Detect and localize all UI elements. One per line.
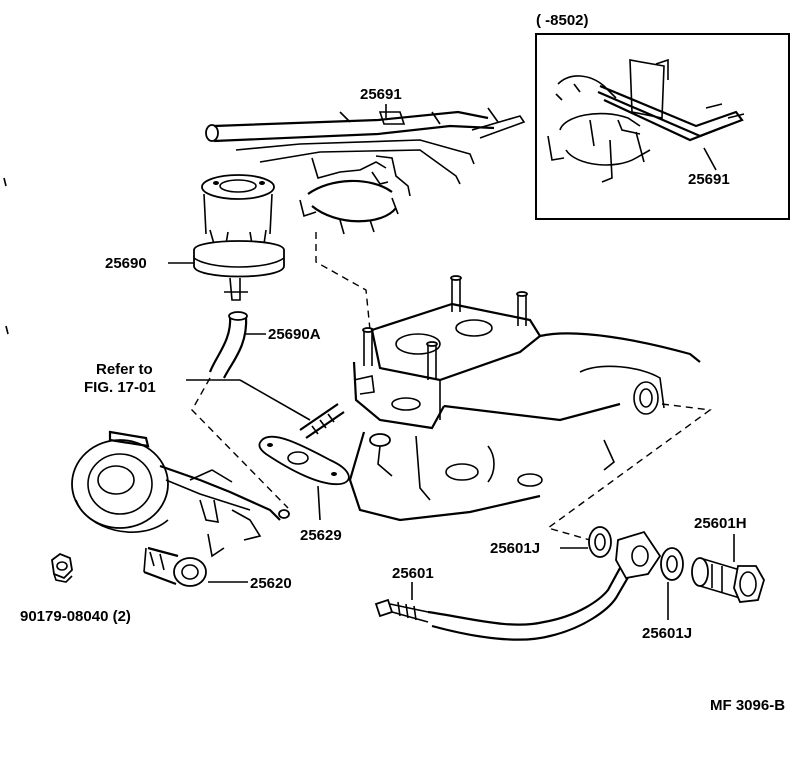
- part-label-25620: 25620: [250, 575, 292, 592]
- egr-valve-25620: [71, 430, 290, 587]
- inset-panel: ( -8502) 25691: [535, 12, 790, 220]
- part-label-25601H: 25601H: [694, 515, 747, 532]
- inset-range-label: ( -8502): [536, 12, 589, 29]
- figure-code: MF 3096-B: [710, 697, 785, 714]
- guide-line-pipe: [315, 232, 371, 331]
- pipe-bracket-25691: [205, 107, 526, 235]
- part-label-25601: 25601: [392, 565, 434, 582]
- guide-line-pipe-fitting: [546, 403, 712, 541]
- guide-line-egr: [191, 377, 289, 509]
- part-label-25691: 25691: [360, 86, 402, 103]
- gasket-25601J-upper: [588, 526, 612, 558]
- margin-mark-2: [5, 325, 9, 335]
- nut-90179-08040: [51, 552, 73, 583]
- reference-line-2: FIG. 17-01: [84, 379, 156, 396]
- vacuum-hose-25690A: [208, 311, 248, 379]
- intake-manifold: [348, 275, 701, 522]
- reference-line-1: Refer to: [96, 361, 153, 378]
- gasket-25629: [258, 435, 350, 485]
- part-label-25690A: 25690A: [268, 326, 321, 343]
- part-label-25629: 25629: [300, 527, 342, 544]
- gasket-25601J-lower: [660, 547, 684, 581]
- part-label-90179-08040: 90179-08040 (2): [20, 608, 131, 625]
- inset-bracket-drawing: [547, 58, 745, 183]
- part-label-25690: 25690: [105, 255, 147, 272]
- stud-bolt: [299, 403, 345, 439]
- margin-mark: [3, 177, 7, 187]
- part-label-25601J-upper: 25601J: [490, 540, 540, 557]
- part-label-25601J-lower: 25601J: [642, 625, 692, 642]
- inset-part-25691: 25691: [688, 171, 730, 188]
- egr-pipe-25601: [374, 530, 662, 641]
- vacuum-modulator-25690: [193, 174, 285, 301]
- union-bolt-25601H: [691, 557, 765, 603]
